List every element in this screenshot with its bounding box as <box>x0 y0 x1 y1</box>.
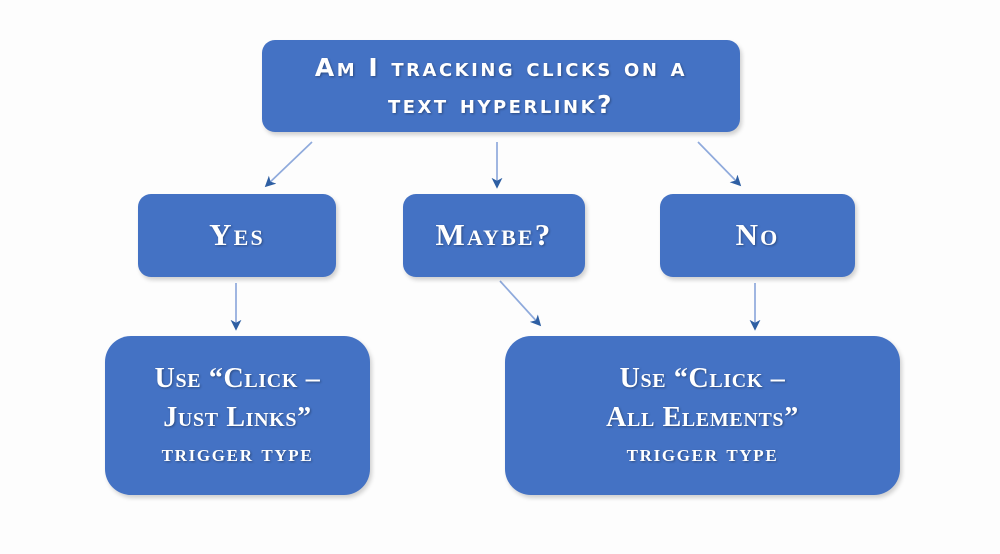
node-all-elements-line-1: Use “Click – <box>619 363 786 395</box>
connector-question-to-yes <box>264 141 313 188</box>
node-yes[interactable]: Yes <box>138 194 336 277</box>
node-just-links-line-1: Use “Click – <box>154 363 321 395</box>
node-maybe[interactable]: Maybe? <box>403 194 585 277</box>
node-no[interactable]: No <box>660 194 855 277</box>
node-yes-label: Yes <box>209 217 265 253</box>
connector-question-to-no <box>697 141 742 187</box>
node-just-links-text: Use “Click – Just Links” trigger type <box>105 360 370 470</box>
node-no-label: No <box>735 217 780 253</box>
node-question-text: Am I tracking clicks on a text hyperlink… <box>262 49 740 124</box>
node-question-line-1: Am I tracking clicks on a <box>314 52 688 82</box>
node-maybe-label: Maybe? <box>435 217 553 253</box>
connector-maybe-to-all-elements <box>499 280 542 327</box>
node-question-line-2: text hyperlink? <box>387 90 615 119</box>
node-all-elements-line-2: All Elements” <box>606 401 799 433</box>
node-all-elements[interactable]: Use “Click – All Elements” trigger type <box>505 336 900 495</box>
node-all-elements-line-3: trigger type <box>626 440 779 467</box>
node-just-links[interactable]: Use “Click – Just Links” trigger type <box>105 336 370 495</box>
node-question[interactable]: Am I tracking clicks on a text hyperlink… <box>262 40 740 132</box>
node-all-elements-text: Use “Click – All Elements” trigger type <box>505 360 900 470</box>
node-just-links-line-2: Just Links” <box>163 401 312 433</box>
node-just-links-line-3: trigger type <box>161 440 314 467</box>
